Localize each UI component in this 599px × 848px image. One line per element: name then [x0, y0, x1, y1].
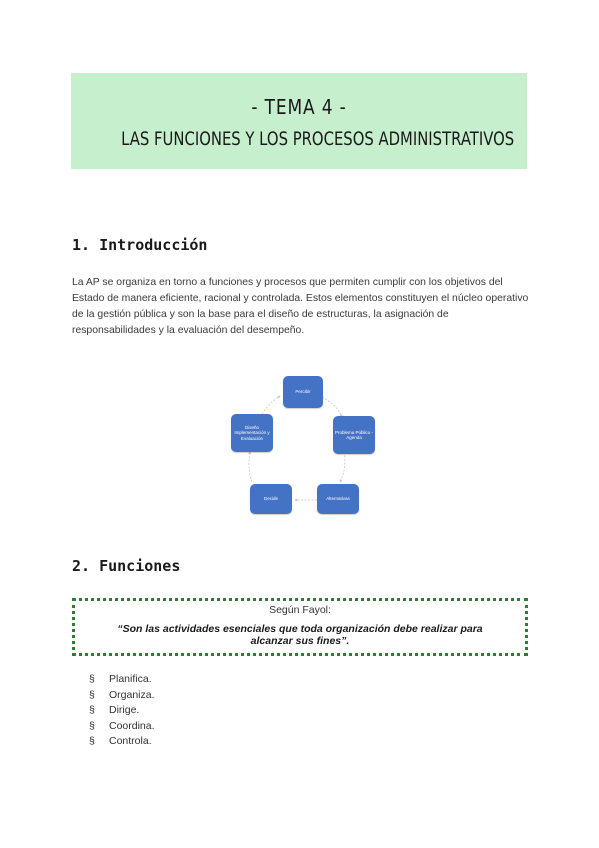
page-title: LAS FUNCIONES Y LOS PROCESOS ADMINISTRAT… [121, 128, 515, 150]
topic-number: - TEMA 4 - [251, 95, 347, 119]
process-cycle-diagram: Percibir Problema Público - Agenda Alter… [222, 370, 375, 520]
fayol-quote-box: Según Fayol: “Son las actividades esenci… [72, 598, 528, 656]
list-item: §Dirige. [89, 703, 155, 719]
intro-paragraph: La AP se organiza en torno a funciones y… [72, 277, 529, 336]
node-decidir: Decidir [250, 484, 292, 514]
quote-heading: Según Fayol: [269, 604, 331, 616]
node-alternativas: Alternativas [317, 484, 359, 514]
arrow-4 [247, 451, 253, 483]
list-item: §Controla. [89, 734, 155, 750]
list-item: §Organiza. [89, 688, 155, 704]
node-percibir: Percibir [283, 376, 323, 408]
list-item: §Coordina. [89, 719, 155, 735]
node-problema-publico: Problema Público - Agenda [333, 416, 375, 454]
bullet-icon: § [89, 673, 95, 685]
arrow-2 [339, 451, 346, 483]
bullet-icon: § [89, 704, 95, 717]
arrow-1 [321, 396, 343, 418]
list-item: §Planifica. [89, 672, 155, 688]
bullet-icon: § [89, 688, 95, 701]
title-banner: - TEMA 4 - LAS FUNCIONES Y LOS PROCESOS … [71, 73, 527, 169]
bullet-icon: § [89, 735, 95, 748]
functions-list: §Planifica. §Organiza. §Dirige. §Coordin… [89, 672, 155, 750]
section-heading-introduccion: 1. Introducción [72, 236, 208, 254]
arrow-5 [261, 395, 281, 415]
quote-text: “Son las actividades esenciales que toda… [117, 623, 483, 647]
cycle-arrows [247, 395, 346, 502]
section-heading-funciones: 2. Funciones [72, 557, 181, 575]
bullet-icon: § [89, 719, 95, 732]
node-diseno: Diseño Implementación y Evaluación [231, 414, 273, 452]
